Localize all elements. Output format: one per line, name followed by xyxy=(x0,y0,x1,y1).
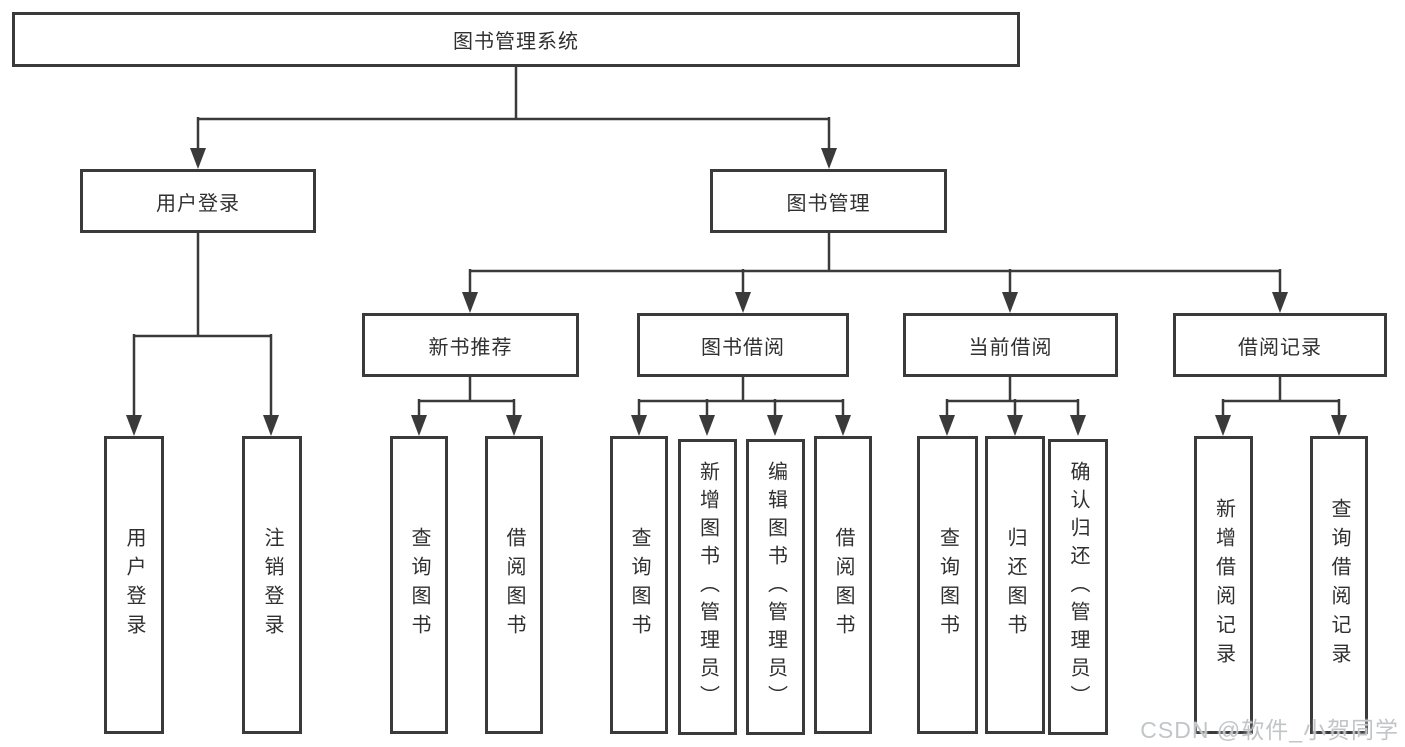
connector-user-login-children xyxy=(126,233,279,436)
leaf-logout: 注销登录 xyxy=(242,436,302,734)
leaf-query-books-3: 查询图书 xyxy=(917,436,978,734)
leaf-query-books-2: 查询图书 xyxy=(610,436,668,734)
leaf-borrow-books-1-label: 借阅图书 xyxy=(503,527,525,643)
node-new-book-recommend-label: 新书推荐 xyxy=(428,336,513,359)
leaf-logout-label: 注销登录 xyxy=(261,527,283,643)
node-user-login: 用户登录 xyxy=(80,169,316,233)
leaf-add-book-admin-label: 新增图书（管理员） xyxy=(696,461,719,713)
connector-borrow-records-children xyxy=(1215,377,1347,436)
connector-new-book-children xyxy=(411,377,522,436)
leaf-confirm-return-admin-label: 确认归还（管理员） xyxy=(1067,461,1089,713)
leaf-query-books-1: 查询图书 xyxy=(390,436,448,734)
connector-book-mgmt-children xyxy=(462,233,1288,313)
leaf-confirm-return-admin: 确认归还（管理员） xyxy=(1048,439,1108,735)
connector-root-to-level2 xyxy=(190,67,837,169)
node-user-login-label: 用户登录 xyxy=(156,192,240,215)
node-library-system: 图书管理系统 xyxy=(12,12,1020,67)
leaf-add-borrow-record-label: 新增借阅记录 xyxy=(1212,498,1235,672)
node-book-borrowing: 图书借阅 xyxy=(637,313,849,377)
node-borrowing-records-label: 借阅记录 xyxy=(1238,336,1322,359)
leaf-borrow-books-2-label: 借阅图书 xyxy=(832,527,854,643)
node-book-management: 图书管理 xyxy=(710,169,947,233)
leaf-add-borrow-record: 新增借阅记录 xyxy=(1194,436,1253,734)
leaf-query-borrow-record-label: 查询借阅记录 xyxy=(1328,498,1350,672)
leaf-query-books-1-label: 查询图书 xyxy=(408,527,430,643)
leaf-borrow-books-1: 借阅图书 xyxy=(485,436,543,734)
leaf-return-book: 归还图书 xyxy=(985,436,1045,734)
node-book-management-label: 图书管理 xyxy=(786,192,871,215)
node-library-system-label: 图书管理系统 xyxy=(453,31,579,53)
node-current-borrowing-label: 当前借阅 xyxy=(968,336,1053,359)
leaf-user-login-label: 用户登录 xyxy=(123,527,145,643)
leaf-user-login: 用户登录 xyxy=(104,436,164,734)
leaf-query-borrow-record: 查询借阅记录 xyxy=(1310,436,1368,734)
node-borrowing-records: 借阅记录 xyxy=(1173,313,1387,377)
watermark: CSDN @软件_小贺同学 xyxy=(1140,717,1399,743)
leaf-add-book-admin: 新增图书（管理员） xyxy=(678,439,737,735)
leaf-return-book-label: 归还图书 xyxy=(1004,527,1026,643)
connector-current-borrow-children xyxy=(939,377,1086,436)
connector-book-borrow-children xyxy=(631,377,851,436)
leaf-edit-book-admin: 编辑图书（管理员） xyxy=(746,439,805,735)
node-book-borrowing-label: 图书借阅 xyxy=(701,336,785,359)
node-new-book-recommend: 新书推荐 xyxy=(362,313,579,377)
leaf-borrow-books-2: 借阅图书 xyxy=(814,436,872,734)
leaf-query-books-3-label: 查询图书 xyxy=(936,527,959,643)
node-current-borrowing: 当前借阅 xyxy=(903,313,1118,377)
leaf-edit-book-admin-label: 编辑图书（管理员） xyxy=(764,461,787,713)
leaf-query-books-2-label: 查询图书 xyxy=(628,527,650,643)
